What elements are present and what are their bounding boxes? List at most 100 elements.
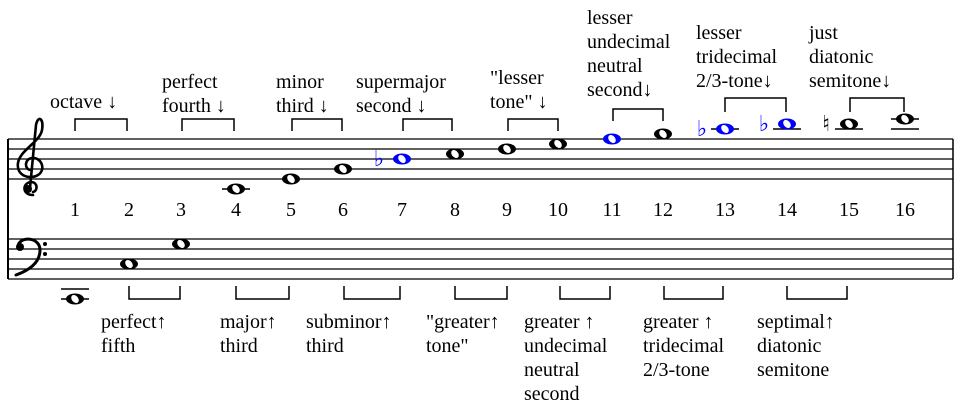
interval-bracket-upper [612, 108, 664, 121]
label-line: fourth ↓ [162, 95, 226, 117]
label-line: tone" ↓ [490, 91, 548, 113]
label-line: semitone↓ [809, 70, 892, 92]
harmonic-number: 7 [397, 199, 407, 221]
interval-bracket-upper [291, 118, 343, 131]
notehead-hollow [398, 154, 406, 164]
interval-label-greater-undecimal-neutral-second: greater ↑ undecimal neutral second [524, 310, 607, 406]
label-line: greater ↑ [524, 311, 595, 333]
flat-accidental-icon: ♭ [759, 112, 769, 137]
harmonic-number: 15 [839, 199, 859, 221]
label-line: major↑ [220, 311, 277, 333]
label-line: tridecimal [696, 46, 778, 68]
harmonic-number: 10 [548, 199, 568, 221]
label-line: diatonic [809, 46, 874, 68]
whole-note-10 [549, 138, 567, 150]
harmonic-number: 3 [176, 199, 186, 221]
interval-bracket-upper [724, 97, 787, 112]
whole-note-2 [120, 258, 138, 270]
interval-label-septimal-diatonic-semitone: septimal↑ diatonic semitone [757, 310, 835, 382]
notehead-hollow [71, 294, 79, 304]
notehead-hollow [451, 149, 459, 159]
bass-clef-shape [14, 237, 42, 277]
whole-note-5 [282, 173, 300, 185]
treble-clef-shape [16, 117, 44, 197]
whole-note-12 [654, 128, 672, 140]
treble-clef-icon [16, 117, 44, 197]
label-line: subminor↑ [306, 311, 392, 333]
notehead-hollow [608, 134, 616, 144]
notehead-hollow [287, 174, 295, 184]
interval-bracket-upper [181, 118, 235, 131]
whole-note-4 [222, 183, 250, 195]
whole-note-1 [61, 288, 89, 305]
label-line: greater ↑ [643, 311, 714, 333]
interval-label-minor-third: minor third ↓ [276, 70, 346, 118]
notehead-hollow [177, 239, 185, 249]
harmonic-number: 4 [231, 199, 241, 221]
label-line: undecimal [524, 335, 608, 357]
label-line: "lesser [490, 67, 544, 89]
interval-label-major-third: major↑ third [220, 310, 277, 358]
harmonic-number: 2 [124, 199, 134, 221]
notehead-hollow [339, 164, 347, 174]
interval-bracket-upper [507, 118, 559, 131]
interval-bracket-upper [849, 97, 905, 112]
whole-note-14: ♭ [759, 112, 801, 137]
bass-clef-head [16, 243, 24, 251]
label-line: second↓ [587, 79, 653, 101]
label-line: third ↓ [276, 95, 329, 117]
interval-bracket-lower [343, 286, 401, 300]
interval-label-greater-tone: "greater↑ tone" [426, 310, 500, 358]
harmonic-number: 12 [653, 199, 673, 221]
interval-label-supermajor-second: supermajor second ↓ [356, 70, 446, 118]
label-line: just [809, 22, 838, 44]
harmonic-number: 13 [715, 199, 735, 221]
interval-bracket-lower [559, 286, 611, 300]
bass-clef-dot [43, 242, 47, 246]
notehead-hollow [659, 129, 667, 139]
flat-accidental-icon: ♭ [697, 117, 707, 142]
whole-note-15: ♮ [822, 112, 863, 137]
label-line: lesser [587, 7, 633, 29]
harmonic-number: 5 [286, 199, 296, 221]
harmonic-number: 6 [338, 199, 348, 221]
notehead-hollow [721, 124, 729, 134]
label-line: diatonic [757, 335, 822, 357]
label-line: third [220, 335, 258, 357]
label-line: neutral [587, 55, 643, 77]
interval-label-lesser-tridecimal-two-thirds-tone: lesser tridecimal 2/3-tone↓ [696, 21, 777, 93]
harmonic-number: 16 [895, 199, 915, 221]
harmonic-number: 11 [602, 199, 622, 221]
harmonic-number: 1 [70, 199, 80, 221]
whole-note-13: ♭ [697, 117, 739, 142]
interval-bracket-lower [786, 286, 848, 300]
whole-note-3 [172, 238, 190, 250]
bass-clef-icon [14, 237, 47, 277]
notehead-hollow [125, 259, 133, 269]
label-line: 2/3-tone↓ [696, 70, 773, 92]
label-line: perfect [162, 71, 218, 93]
label-line: neutral [524, 359, 580, 381]
interval-label-octave: octave ↓ [50, 90, 117, 114]
interval-label-perfect-fourth: perfect fourth ↓ [162, 70, 226, 118]
label-line: second [524, 383, 580, 405]
notehead-hollow [845, 119, 853, 129]
treble-clef-dot [24, 185, 32, 193]
label-line: perfect↑ [101, 311, 167, 333]
notehead-hollow [901, 114, 909, 124]
label-line: tone" [426, 335, 469, 357]
label-line: septimal↑ [757, 311, 835, 333]
harmonic-number: 9 [502, 199, 512, 221]
notehead-hollow [554, 139, 562, 149]
notehead-hollow [783, 119, 791, 129]
interval-label-lesser-tone: "lesser tone" ↓ [490, 66, 548, 114]
interval-bracket-lower [128, 286, 181, 300]
label-line: third [306, 335, 344, 357]
interval-bracket-upper [402, 118, 453, 131]
whole-note-7: ♭ [374, 147, 411, 172]
interval-bracket-lower [235, 286, 290, 300]
label-line: second ↓ [356, 95, 427, 117]
label-line: 2/3-tone [643, 359, 710, 381]
interval-label-just-diatonic-semitone: just diatonic semitone↓ [809, 21, 891, 93]
